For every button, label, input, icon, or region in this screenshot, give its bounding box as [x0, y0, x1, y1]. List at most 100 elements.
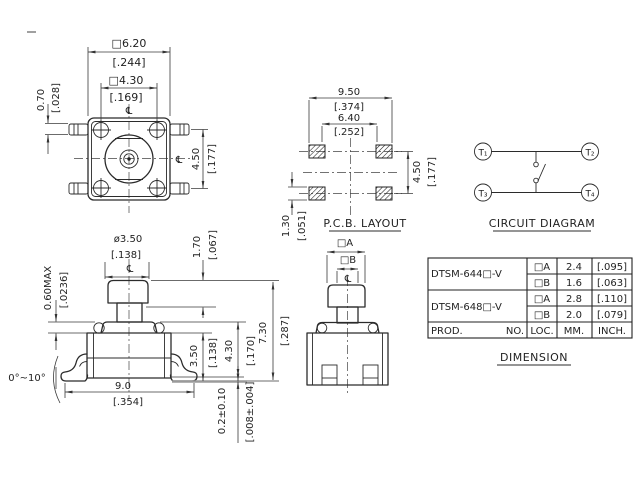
table-footer-mm: MM.: [564, 326, 584, 337]
table-loc: □B: [534, 310, 550, 321]
pcb-pad: [375, 144, 393, 159]
front-view-part: [306, 284, 389, 386]
side-dimension-lines: [48, 260, 279, 443]
dim-pcb-pad-in: [.051]: [297, 211, 308, 241]
button-shaft: [116, 302, 143, 323]
dim-shaft-dia-in: [.138]: [111, 250, 141, 261]
dim-shaft-dia-mm: ø3.50: [114, 234, 142, 245]
dim-lead-in: [.028]: [51, 83, 62, 113]
pcb-layout-title: P.C.B. LAYOUT: [323, 217, 406, 230]
table-prod-1: DTSM-644□-V: [431, 269, 502, 280]
dim-pitch-in: [.177]: [207, 144, 218, 174]
dim-cap-in: [.067]: [208, 230, 219, 260]
terminal-t1-label: T₁: [477, 149, 487, 159]
dim-pcb-inner-mm: 6.40: [338, 113, 360, 124]
cover-dome-front: [315, 321, 380, 334]
dim-dome-mm: 0.60MAX: [43, 266, 54, 311]
dim-total-mm: 7.30: [258, 322, 269, 344]
angle-arc: [53, 355, 61, 404]
terminal-t3: [474, 183, 492, 202]
dim-pcb-pad-mm: 1.30: [281, 215, 292, 237]
table-mm: 2.0: [566, 310, 582, 321]
table-mm: 2.8: [566, 294, 582, 305]
terminal-t4-label: T₄: [584, 190, 594, 200]
table-mm: 1.6: [566, 278, 582, 289]
table-loc: □A: [534, 294, 550, 305]
dimension-table: DTSM-644□-V DTSM-648□-V □A 2.4 [.095] □B…: [427, 257, 633, 366]
dim-top-inner-mm: □4.30: [109, 74, 144, 87]
terminal-t2-label: T₂: [584, 149, 594, 159]
terminal-t2: [581, 142, 599, 161]
pcb-pad: [308, 144, 326, 159]
dim-lead-angle: 0°~10°: [8, 373, 45, 384]
dim-top-outer-mm: □6.20: [112, 37, 147, 50]
terminal-t4: [581, 183, 599, 202]
dim-a-label: □A: [337, 238, 353, 249]
centerline-symbol: ℄: [125, 106, 133, 117]
dim-pcb-pitch-in: [.177]: [427, 157, 438, 187]
dim-pcb-inner-in: [.252]: [334, 127, 364, 138]
button-cap: [107, 279, 149, 304]
centerline-symbol: ℄: [126, 264, 134, 275]
centerline-symbol: ℄: [175, 155, 183, 166]
dim-mid-in: [.170]: [246, 336, 257, 366]
table-footer-prod: PROD.: [431, 326, 463, 337]
table-loc: □A: [534, 262, 550, 273]
table-footer-no: NO.: [506, 326, 524, 337]
dim-body-in: [.138]: [208, 338, 219, 368]
dim-lead-mm: 0.70: [36, 89, 47, 111]
dim-standoff-mm: 0.2±0.10: [217, 388, 228, 435]
dim-pcb-pitch-mm: 4.50: [412, 161, 423, 183]
circuit-diagram: T₁ T₂ T₃ T₄ CIRCUIT DIAGRAM: [474, 142, 599, 232]
front-dimension-lines: [326, 250, 366, 283]
top-view: □6.20 [.244] □4.30 [.169] ℄ 0.70 [.028] …: [36, 37, 218, 213]
terminal-t1: [474, 142, 492, 161]
dim-body-mm: 3.50: [189, 345, 200, 367]
dim-dome-in: [.0236]: [59, 272, 70, 309]
gullwing-lead-left: [60, 353, 89, 382]
circuit-wires: [491, 151, 582, 193]
dim-pcb-outer-mm: 9.50: [338, 87, 360, 98]
table-inch: [.063]: [597, 278, 627, 289]
switch-contact: [533, 161, 539, 168]
dim-pcb-outer-in: [.374]: [334, 102, 364, 113]
switch-contact: [533, 177, 539, 184]
table-inch: [.095]: [597, 262, 627, 273]
centerline-symbol: ℄: [344, 274, 352, 285]
table-caption: DIMENSION: [500, 351, 568, 364]
table-footer-inch: INCH.: [598, 326, 626, 337]
side-view-part: [60, 279, 198, 382]
front-view: □A □B ℄: [306, 238, 389, 396]
front-lead: [362, 364, 379, 386]
table-prod-2: DTSM-648□-V: [431, 302, 502, 313]
table-loc: □B: [534, 278, 550, 289]
dim-cap-mm: 1.70: [192, 236, 203, 258]
pcb-layout: 9.50 [.374] 6.40 [.252] 4.50 [.177] 1.30…: [281, 87, 438, 241]
table-inch: [.110]: [597, 294, 627, 305]
top-view-dimension-lines: [45, 47, 208, 189]
dim-width-mm: 9.0: [115, 381, 131, 392]
pcb-pad: [375, 186, 393, 201]
side-view: ø3.50 [.138] ℄ 1.70 [.067] 0.60MAX [.023…: [8, 230, 291, 443]
table-grid: [427, 257, 633, 339]
circuit-diagram-title: CIRCUIT DIAGRAM: [489, 217, 596, 230]
front-lead: [321, 364, 338, 386]
switch-body: [86, 332, 172, 379]
top-view-body: [87, 117, 171, 201]
table-footer-loc: LOC.: [530, 326, 553, 337]
table-mm: 2.4: [566, 262, 582, 273]
switch-body-front: [306, 332, 389, 386]
dim-top-outer-in: [.244]: [112, 56, 145, 69]
dim-width-in: [.354]: [113, 397, 143, 408]
dim-total-in: [.287]: [280, 316, 291, 346]
dim-standoff-in: [.008±.004]: [245, 382, 256, 443]
button-cap-front: [327, 284, 366, 308]
dim-top-inner-in: [.169]: [109, 91, 142, 104]
dim-mid-mm: 4.30: [224, 340, 235, 362]
dim-pitch-mm: 4.50: [191, 148, 202, 170]
cover-dome: [100, 321, 158, 334]
dim-b-label: □B: [340, 255, 356, 266]
switch-blade: [537, 163, 546, 182]
top-view-leads: [68, 123, 190, 195]
